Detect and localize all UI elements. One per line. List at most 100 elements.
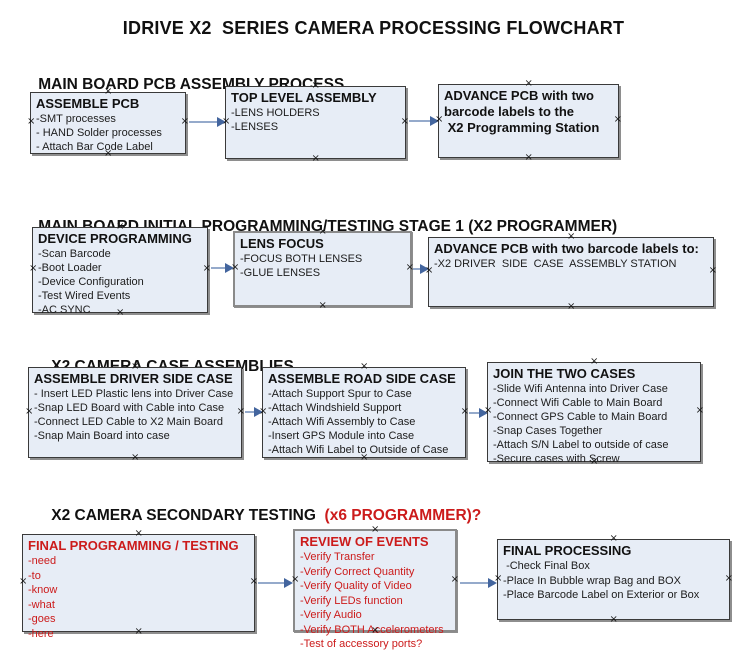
box-item: -Secure cases with Screw [493, 453, 620, 465]
flow-box-assemble-road-side-case: ASSEMBLE ROAD SIDE CASE -Attach Support … [259, 361, 469, 463]
connector-handle-icon: × [25, 405, 34, 417]
connector-handle-icon: × [450, 573, 459, 585]
connector-handle-icon: × [29, 263, 38, 274]
box-item: -Attach S/N Label to outside of case [493, 439, 669, 451]
box-item: -LENS HOLDERS [231, 107, 320, 119]
box-item: -Test of accessory ports? [300, 638, 423, 650]
box-title: ADVANCE PCB with two barcode labels to t… [444, 88, 600, 135]
box-title: ASSEMBLE PCB [36, 96, 140, 111]
section-heading-secondary-testing: X2 CAMERA SECONDARY TESTING (x6 PROGRAMM… [34, 489, 481, 543]
box-item: -here [28, 627, 54, 640]
arrowhead-icon [479, 408, 488, 418]
connector-handle-icon: × [236, 405, 245, 417]
box-item: -to [28, 569, 41, 582]
connector-handle-icon: × [609, 533, 618, 544]
section-heading-text: X2 CAMERA SECONDARY TESTING [51, 507, 321, 524]
flow-arrow [258, 578, 293, 588]
box-item: - HAND Solder processes [36, 127, 162, 139]
box-item: -Verify Correct Quantity [300, 565, 415, 578]
arrowhead-icon [420, 264, 429, 274]
flow-box-top-level-assembly: TOP LEVEL ASSEMBLY -LENS HOLDERS -LENSES… [222, 81, 409, 164]
box-item: -Slide Wifi Antenna into Driver Case [493, 383, 668, 395]
connector-handle-icon: × [524, 152, 533, 163]
box-item: -Device Configuration [38, 276, 144, 288]
connector-handle-icon: × [311, 153, 320, 164]
box-item: -SMT processes [36, 113, 116, 125]
flow-box-advance-pcb-driver-side: ADVANCE PCB with two barcode labels to: … [425, 232, 717, 312]
flow-arrow [460, 578, 497, 588]
box-item: -Boot Loader [38, 262, 102, 274]
flow-arrow [469, 408, 488, 418]
flow-box-lens-focus: LENS FOCUS -FOCUS BOTH LENSES -GLUE LENS… [231, 227, 414, 311]
box-item: -X2 DRIVER SIDE CASE ASSEMBLY STATION [434, 258, 677, 270]
box-item: -Attach Wifi Label to Outside of Case [268, 444, 449, 456]
box-title: ASSEMBLE ROAD SIDE CASE [268, 371, 456, 386]
flow-arrow [189, 117, 226, 127]
flow-box-assemble-driver-side-case: ASSEMBLE DRIVER SIDE CASE - Insert LED P… [25, 362, 245, 463]
box-title: ASSEMBLE DRIVER SIDE CASE [34, 371, 233, 386]
flow-box-device-programming: DEVICE PROGRAMMING -Scan Barcode -Boot L… [29, 222, 211, 318]
flow-box-review-of-events: REVIEW OF EVENTS -Verify Transfer -Verif… [291, 525, 459, 651]
flow-box-join-the-two-cases: JOIN THE TWO CASES -Slide Wifi Antenna i… [484, 356, 704, 467]
box-title: LENS FOCUS [240, 236, 324, 251]
connector-handle-icon: × [590, 356, 599, 367]
box-title: ADVANCE PCB with two barcode labels to: [434, 241, 699, 256]
arrowhead-icon [430, 116, 439, 126]
box-item: -Attach Support Spur to Case [268, 388, 412, 400]
connector-handle-icon: × [131, 452, 140, 463]
box-item: -goes [28, 613, 56, 625]
page-title: IDRIVE X2 SERIES CAMERA PROCESSING FLOWC… [122, 18, 625, 38]
box-item: -Place Barcode Label on Exterior or Box [503, 589, 700, 601]
box-title: DEVICE PROGRAMMING [38, 231, 192, 246]
box-item: -Connect GPS Cable to Main Board [493, 411, 668, 423]
box-item: -Insert GPS Module into Case [268, 430, 415, 442]
box-item: -Snap LED Board with Cable into Case [34, 402, 225, 414]
box-item: -Verify Quality of Video [300, 580, 412, 592]
box-item: -Connect LED Cable to X2 Main Board [34, 416, 223, 428]
box-title: TOP LEVEL ASSEMBLY [231, 90, 377, 105]
section-heading-red-text: (x6 PROGRAMMER)? [320, 507, 482, 524]
flow-box-advance-pcb-programming-station: ADVANCE PCB with two barcode labels to t… [435, 79, 622, 163]
box-item: -FOCUS BOTH LENSES [240, 253, 363, 265]
box-item: -Verify Transfer [300, 551, 375, 563]
connector-handle-icon: × [180, 116, 189, 127]
box-item: - Insert LED Plastic lens into Driver Ca… [34, 388, 234, 400]
connector-handle-icon: × [708, 265, 717, 276]
flow-arrow [413, 264, 429, 274]
box-item: -Test Wired Events [38, 290, 131, 302]
arrowhead-icon [225, 263, 234, 273]
box-item: -Verify LEDs function [300, 594, 403, 607]
box-item: -Attach Windshield Support [268, 402, 402, 414]
box-title: FINAL PROCESSING [503, 543, 632, 558]
box-item: -LENSES [231, 121, 279, 133]
box-item: -Verify BOTH Accelerometers [300, 623, 444, 636]
connector-handle-icon: × [360, 361, 369, 372]
box-item: -Place In Bubble wrap Bag and BOX [503, 574, 681, 587]
connector-handle-icon: × [27, 116, 36, 127]
connector-handle-icon: × [400, 115, 409, 127]
arrowhead-icon [217, 117, 226, 127]
connector-handle-icon: × [231, 262, 240, 273]
box-item: -need [28, 555, 57, 567]
box-item: -Scan Barcode [38, 248, 111, 260]
box-item: -Attach Wifi Assembly to Case [268, 416, 416, 428]
flow-box-final-processing: FINAL PROCESSING -Check Final Box -Place… [494, 533, 733, 625]
box-title: FINAL PROGRAMMING / TESTING [28, 538, 239, 553]
box-item: -Snap Main Board into case [34, 430, 170, 442]
flow-box-final-programming-testing: FINAL PROGRAMMING / TESTING -need -to -k… [19, 529, 258, 640]
connector-handle-icon: × [19, 576, 28, 587]
connector-handle-icon: × [291, 573, 300, 585]
connector-handle-icon: × [202, 263, 211, 274]
box-item: -Snap Cases Together [493, 425, 603, 437]
box-item: -know [28, 584, 58, 596]
flow-arrow [211, 263, 234, 273]
box-item: -Verify Audio [300, 609, 362, 621]
arrowhead-icon [284, 578, 293, 588]
flow-arrow [245, 407, 263, 417]
connector-handle-icon: × [695, 405, 704, 416]
flow-arrow [409, 116, 439, 126]
box-item: -Connect Wifi Cable to Main Board [493, 397, 663, 409]
box-item: -AC SYNC [38, 304, 91, 316]
flow-box-assemble-pcb: ASSEMBLE PCB -SMT processes - HAND Solde… [27, 87, 189, 159]
